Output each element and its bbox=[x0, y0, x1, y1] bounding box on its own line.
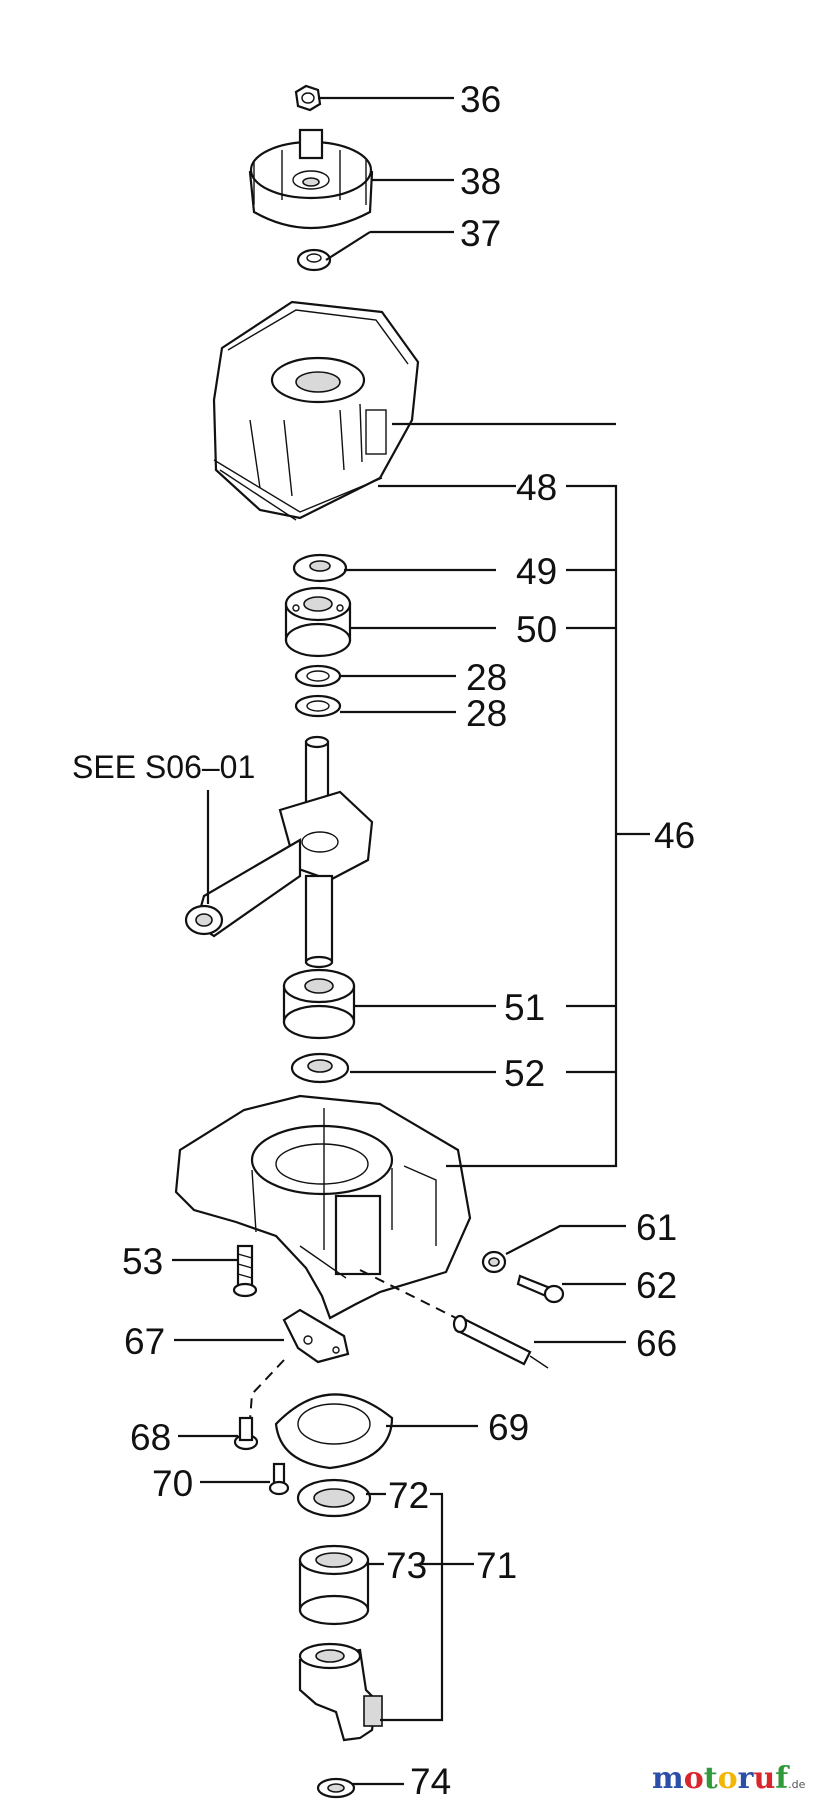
part-28-shim-a bbox=[294, 664, 342, 688]
callout-70: 70 bbox=[152, 1463, 193, 1504]
callout-66: 66 bbox=[636, 1323, 677, 1364]
crankshaft-assembly bbox=[184, 735, 374, 969]
callout-52: 52 bbox=[504, 1053, 545, 1094]
wm-letter-2: t bbox=[704, 1761, 718, 1796]
part-66-shaft bbox=[359, 1269, 549, 1369]
wm-letter-0: m bbox=[652, 1761, 684, 1796]
wm-letter-3: o bbox=[718, 1761, 738, 1796]
watermark-text: motoruf.de bbox=[652, 1761, 806, 1796]
callout-73: 73 bbox=[386, 1545, 427, 1586]
part-53-bolt bbox=[232, 1244, 258, 1298]
callout-62: 62 bbox=[636, 1265, 677, 1306]
part-48-upper-crankcase bbox=[212, 300, 420, 521]
part-74-washer bbox=[316, 1777, 356, 1799]
reference-note: SEE S06–01 bbox=[72, 749, 255, 785]
wm-letter-6: f bbox=[775, 1761, 790, 1796]
part-49-oil-seal bbox=[292, 553, 348, 583]
callout-50: 50 bbox=[516, 609, 557, 650]
part-50-bearing bbox=[284, 586, 352, 658]
callout-53: 53 bbox=[122, 1241, 163, 1282]
callout-labels: 36 38 37 48 49 50 28 28 46 51 52 53 61 6… bbox=[72, 79, 695, 1800]
callout-71: 71 bbox=[476, 1545, 517, 1586]
callout-38: 38 bbox=[460, 161, 501, 202]
watermark-logo: motoruf.de bbox=[652, 1761, 806, 1796]
part-28-shim-b bbox=[294, 694, 342, 718]
part-68-bolt bbox=[233, 1416, 259, 1451]
part-69-gasket bbox=[274, 1393, 394, 1470]
callout-69: 69 bbox=[488, 1407, 529, 1448]
part-61-bushing bbox=[481, 1250, 507, 1274]
part-38-fan-cup bbox=[248, 128, 374, 230]
part-70-screw bbox=[268, 1462, 290, 1496]
wm-letter-1: o bbox=[684, 1761, 704, 1796]
callout-48: 48 bbox=[516, 467, 557, 508]
part-67-lever-plate bbox=[282, 1308, 350, 1364]
wm-letter-5: u bbox=[753, 1761, 775, 1796]
callout-74: 74 bbox=[410, 1761, 451, 1800]
callout-68: 68 bbox=[130, 1417, 171, 1458]
callout-51: 51 bbox=[504, 987, 545, 1028]
part-62-screw bbox=[516, 1274, 565, 1304]
callout-61: 61 bbox=[636, 1207, 677, 1248]
part-51-bearing bbox=[282, 968, 356, 1040]
leader-lines bbox=[172, 96, 650, 1786]
lower-crankcase bbox=[174, 1094, 472, 1320]
wm-suffix: .de bbox=[788, 1778, 805, 1791]
callout-46: 46 bbox=[654, 815, 695, 856]
callout-28-lower: 28 bbox=[466, 693, 507, 734]
part-72-seal-ring bbox=[296, 1478, 372, 1518]
part-52-oil-seal bbox=[290, 1052, 350, 1084]
callout-67: 67 bbox=[124, 1321, 165, 1362]
part-36-nut bbox=[294, 84, 322, 112]
part-71-gear-housing bbox=[298, 1642, 383, 1742]
callout-49: 49 bbox=[516, 551, 557, 592]
wm-letter-4: r bbox=[738, 1761, 755, 1796]
callout-72: 72 bbox=[388, 1475, 429, 1516]
part-37-washer bbox=[296, 248, 332, 272]
callout-36: 36 bbox=[460, 79, 501, 120]
part-73-collar bbox=[298, 1544, 370, 1626]
callout-37: 37 bbox=[460, 213, 501, 254]
callout-28-upper: 28 bbox=[466, 657, 507, 698]
